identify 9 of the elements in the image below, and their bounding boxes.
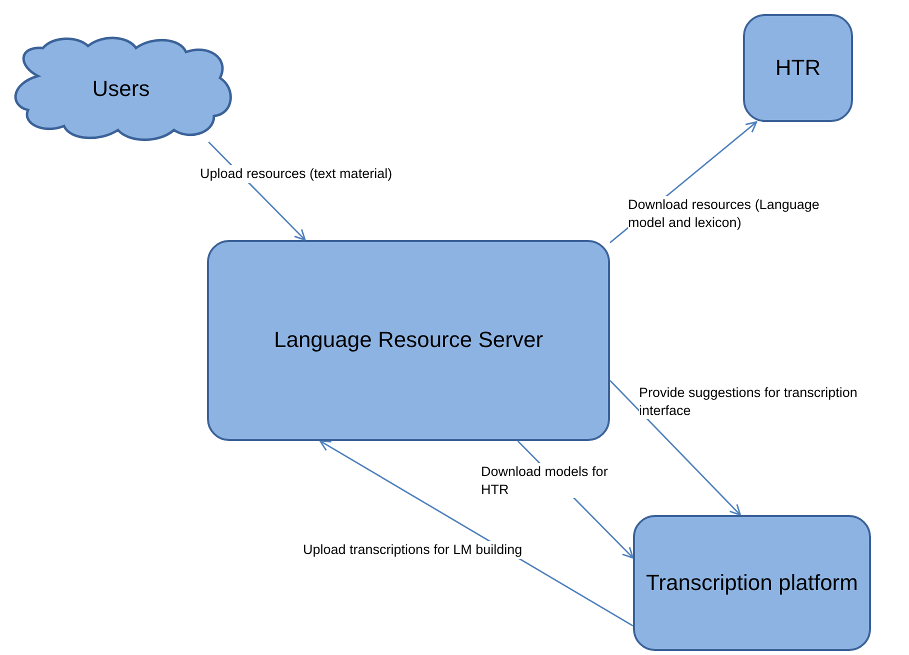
arrow [319, 440, 634, 627]
process-box [743, 14, 853, 122]
node-label: HTR [775, 54, 821, 82]
node-label: Language Resource Server [274, 326, 544, 354]
node-label: Transcription platform [646, 568, 858, 597]
node-label: Users [92, 74, 150, 103]
arrow [609, 380, 742, 516]
process-box [633, 515, 871, 651]
process-box [207, 240, 610, 441]
